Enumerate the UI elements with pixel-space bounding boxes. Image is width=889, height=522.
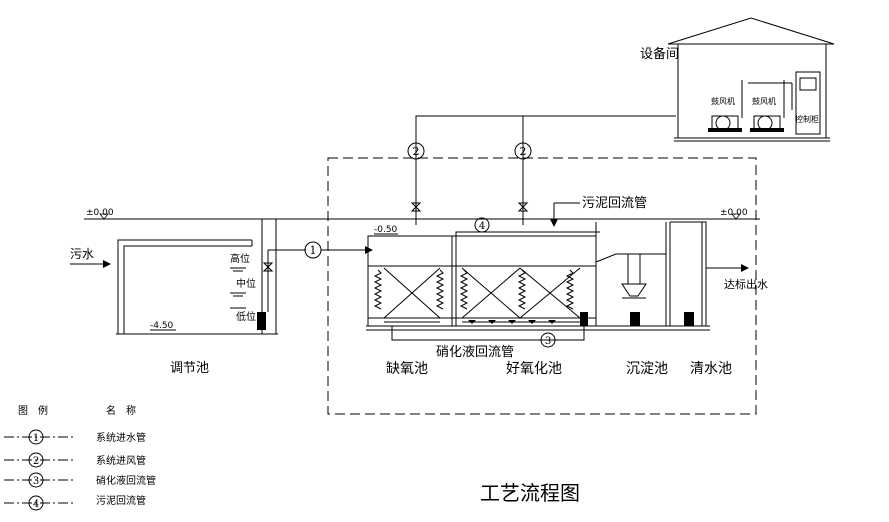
blower-1: [708, 80, 743, 132]
equalization-tank-label: 调节池: [170, 361, 209, 376]
bioreactor: [367, 235, 597, 327]
pipe-tag-3-label: 3: [545, 336, 551, 347]
legend-symbol-header: 图 例: [18, 404, 48, 417]
blower-1-label: 鼓风机: [711, 96, 735, 106]
clear-water-tank: [366, 221, 749, 331]
settling-tank-label: 沉淀池: [626, 361, 668, 377]
legend-item-2-num: 2: [33, 456, 39, 467]
treatment-unit-boundary: [327, 157, 757, 415]
pipe-tag-2a: [407, 142, 425, 160]
outflow-label: 达标出水: [724, 277, 768, 291]
aerobic-tank-label: 好氧化池: [506, 361, 562, 377]
pipe-tag-2a-label: 2: [413, 145, 420, 158]
tank-bottom-level: -4.50: [150, 321, 174, 331]
legend-item-3-num: 3: [33, 476, 39, 487]
level-high-label: 高位: [230, 252, 250, 265]
ground-level-left: ±0.00: [86, 208, 114, 218]
air-pipe: [410, 115, 676, 225]
level-mid-label: 中位: [236, 277, 256, 290]
legend-item-3-name: 硝化液回流管: [96, 474, 156, 487]
settling-tank: [595, 222, 671, 326]
tank-top-level: -0.50: [374, 225, 398, 235]
pipe-tag-2b-label: 2: [520, 145, 527, 158]
pipe-tag-4: [474, 217, 490, 233]
building-label: 设备间: [640, 46, 679, 62]
control-cabinet: [795, 71, 821, 135]
control-cabinet-label: 控制柜: [795, 114, 819, 124]
lift-pump: [257, 312, 266, 330]
equalization-tank: [116, 219, 306, 335]
legend-item-4-num: 4: [33, 499, 39, 510]
legend-item-1-name: 系统进水管: [96, 431, 146, 444]
ground-level-right: ±0.00: [720, 208, 748, 218]
pipe-tag-2b: [514, 142, 532, 160]
level-low-label: 低位: [236, 310, 256, 323]
nitrate-return-label: 硝化液回流管: [436, 345, 514, 360]
legend-item-1-num: 1: [33, 433, 39, 444]
nitrate-return-pipe: [391, 326, 585, 341]
pipe-tag-1-label: 1: [310, 244, 317, 257]
equipment-building: 设备间 鼓风机 鼓风机 控制柜: [640, 17, 835, 142]
pipe-tag-4-label: 4: [479, 221, 485, 232]
diagram-title: 工艺流程图: [480, 481, 580, 505]
blower-2-label: 鼓风机: [752, 96, 776, 106]
sludge-return-label: 污泥回流管: [582, 196, 647, 211]
anoxic-tank-label: 缺氧池: [386, 361, 428, 377]
pipe-tag-3: [540, 332, 556, 348]
legend-item-4-name: 污泥回流管: [96, 494, 146, 507]
legend: 图 例 名 称 1 系统进水管 2 系统进风管 3 硝化液回流管 4 污泥回流管: [4, 404, 156, 511]
legend-item-2-name: 系统进风管: [96, 454, 146, 467]
clear-water-tank-label: 清水池: [690, 361, 732, 377]
inflow-label: 污水: [70, 247, 94, 261]
blower-2: [750, 80, 785, 132]
legend-name-header: 名 称: [106, 404, 136, 417]
